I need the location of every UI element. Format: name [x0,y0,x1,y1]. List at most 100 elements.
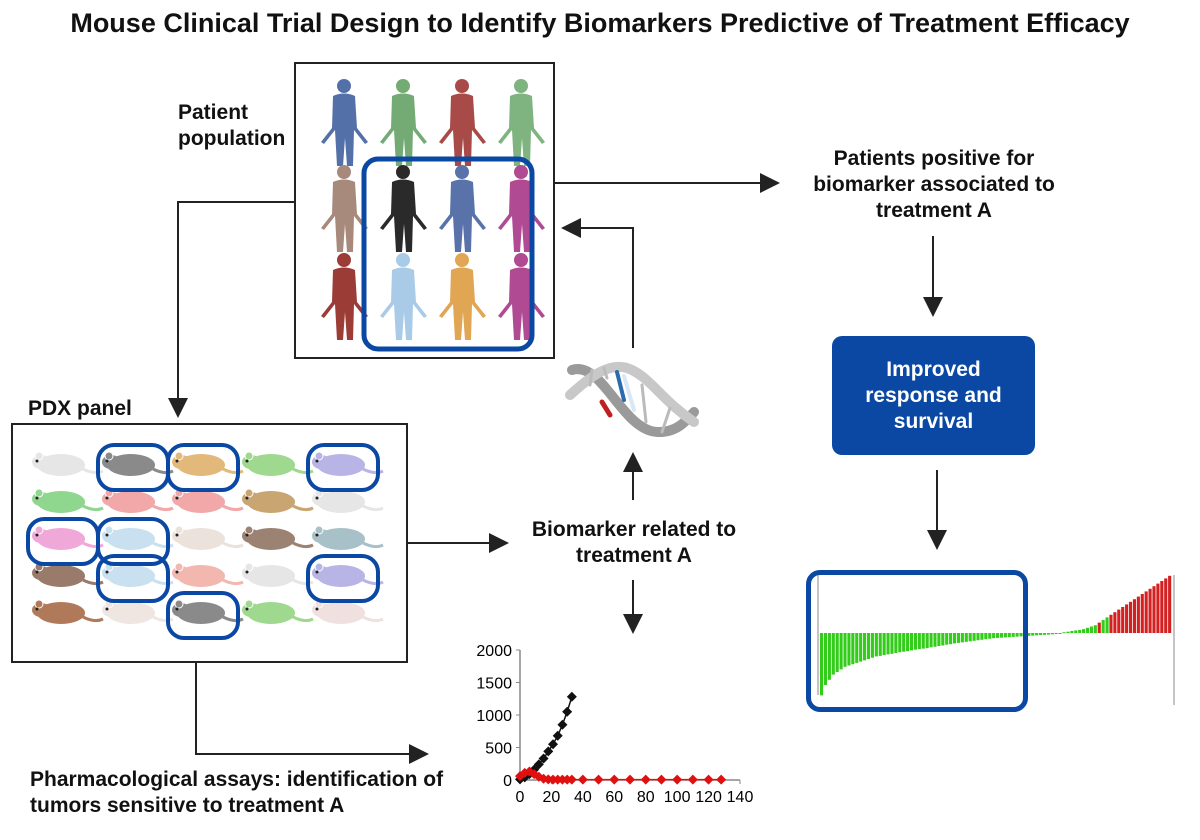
waterfall-bar [988,633,992,639]
waterfall-bar [863,633,867,661]
waterfall-bar [1136,596,1140,633]
x-tick-label: 60 [605,789,623,806]
waterfall-bar [1117,609,1121,633]
waterfall-bar [1058,633,1062,634]
x-tick-label: 0 [516,789,525,806]
arrow-to-assays [195,662,429,764]
waterfall-bar [1011,633,1015,637]
waterfall-bar [921,633,925,649]
series-line [519,696,573,781]
data-point [640,774,651,785]
waterfall-bar [1148,588,1152,633]
person-figure [439,79,486,166]
waterfall-bar [823,633,828,685]
person-figure [380,165,427,252]
waterfall-bar [909,633,914,651]
data-point [552,730,563,741]
data-point [566,774,577,785]
y-tick-label: 1500 [476,676,512,693]
waterfall-bar [1152,586,1156,633]
data-point [519,767,530,778]
sensitive-mouse-ring [166,443,240,492]
waterfall-bar [847,633,851,666]
biomarker-positive-group [361,156,535,352]
waterfall-bar [980,633,984,640]
waterfall-bar [870,633,874,658]
mouse-figure [172,562,244,587]
data-point [577,774,588,785]
positive-patients-label: Patients positive for biomarker associat… [813,147,1055,222]
mouse-figure [172,525,244,550]
arrow-to-pdx [168,201,294,418]
dna-icon [565,361,699,437]
waterfall-bar [1089,626,1093,633]
waterfall-bar [960,633,964,643]
data-point [672,774,683,785]
data-point [609,774,620,785]
mouse-figure [102,599,174,624]
waterfall-bar [952,633,957,644]
waterfall-bar [1019,633,1023,637]
x-tick-label: 120 [695,789,722,806]
waterfall-bar [992,633,996,639]
waterfall-bar [956,633,960,643]
waterfall-bar [1015,633,1019,637]
waterfall-bar [1054,633,1058,635]
person-figure [498,165,545,252]
mouse-figure [32,451,104,476]
waterfall-bar [968,633,972,642]
mouse-figure [172,451,244,476]
waterfall-bar [984,633,988,640]
mouse-figure [102,488,174,513]
sensitive-mouse-ring [166,591,240,640]
waterfall-bar [1003,633,1007,638]
waterfall-bar [999,633,1004,638]
waterfall-bar [1109,614,1113,633]
waterfall-bar [1050,633,1054,635]
improved-response-label: Improved response and survival [865,357,1002,433]
patient-population-box [294,62,555,359]
waterfall-highlight [806,570,1028,712]
patient-population-label: Patient population [178,101,286,150]
waterfall-bar [1113,612,1117,633]
waterfall-bar [917,633,921,650]
waterfall-bar [941,633,945,646]
data-point [543,746,554,757]
data-point [529,769,540,780]
waterfall-bar [878,633,882,656]
waterfall-bar [996,633,1000,638]
y-tick-label: 0 [503,773,512,790]
pharmacological-label: Pharmacological assays: identification o… [30,768,444,817]
mouse-figure [102,562,174,587]
waterfall-bar [1156,583,1160,633]
sensitive-mouse-ring [306,554,380,603]
waterfall-bar [902,633,906,652]
waterfall-bar [894,633,898,654]
x-tick-label: 40 [574,789,592,806]
waterfall-bar [906,633,910,652]
waterfall-bar [874,633,878,657]
person-figure [439,165,486,252]
waterfall-bar [1082,629,1086,633]
mouse-figure [172,599,244,624]
data-point [656,774,667,785]
pdx-mice [26,443,384,640]
waterfall-bar [976,633,980,641]
person-figure [498,253,545,340]
waterfall-bar [1093,625,1097,633]
pdx-panel-box [11,423,408,663]
mouse-figure [242,599,314,624]
waterfall-bar [839,633,843,670]
mouse-figure [242,451,314,476]
waterfall-bar [1007,633,1011,638]
waterfall-bar [972,633,976,641]
mouse-figure [32,599,104,624]
data-point [524,766,535,777]
waterfall-bar [882,633,886,656]
waterfall-bar [1160,581,1164,633]
waterfall-bar [1035,633,1039,636]
waterfall-panel [806,570,1192,712]
waterfall-bar [1046,633,1050,635]
person-figure [321,165,368,252]
